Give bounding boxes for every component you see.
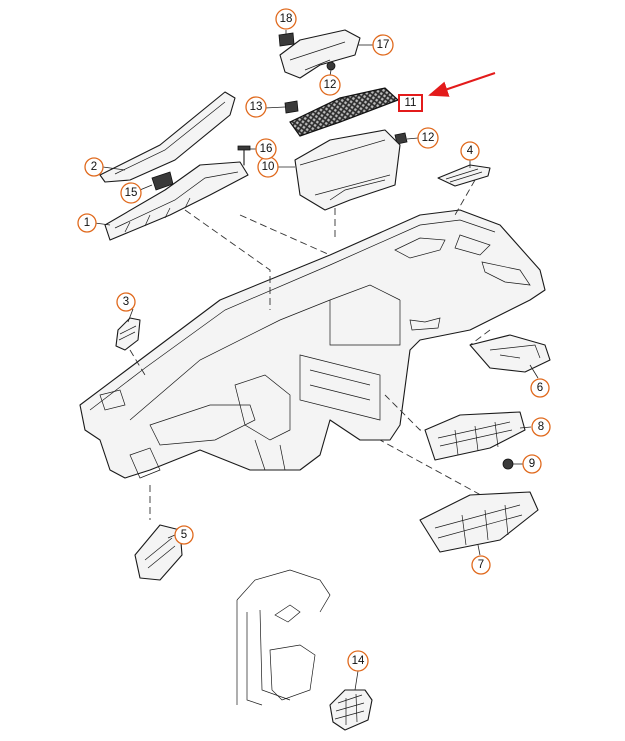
callout-6-label: 6: [537, 382, 543, 394]
callout-12-lower[interactable]: 12: [417, 127, 439, 149]
callout-17-label: 17: [377, 39, 390, 51]
callout-1-label: 1: [84, 217, 90, 229]
dashboard-body: [79, 209, 546, 479]
callout-13[interactable]: 13: [245, 96, 267, 118]
callout-14-label: 14: [352, 655, 365, 667]
callout-17[interactable]: 17: [372, 34, 394, 56]
part-16-screw: [237, 145, 251, 166]
callout-5-label: 5: [181, 529, 187, 541]
part-17-bracket: [279, 29, 361, 79]
part-15-switch: [151, 171, 174, 191]
callout-15-label: 15: [125, 187, 138, 199]
callout-16-label: 16: [260, 143, 273, 155]
callout-11[interactable]: 11: [398, 94, 423, 112]
part-6-side-vent: [469, 334, 551, 373]
part-2-upper-trim: [99, 91, 236, 183]
callout-14[interactable]: 14: [347, 650, 369, 672]
callout-11-label: 11: [405, 97, 417, 109]
leader-lines: [94, 30, 539, 691]
callout-6[interactable]: 6: [530, 378, 550, 398]
callout-13-label: 13: [250, 101, 263, 113]
callout-3-label: 3: [123, 296, 129, 308]
part-5-knee-vent: [134, 524, 183, 581]
callout-18[interactable]: 18: [275, 8, 297, 30]
callout-10[interactable]: 10: [257, 156, 279, 178]
part-8-center-vent: [424, 411, 526, 461]
part-4-vent: [437, 164, 491, 187]
callout-4[interactable]: 4: [460, 141, 480, 161]
part-1-cluster-trim: [104, 161, 249, 241]
callout-12-upper-label: 12: [324, 79, 337, 91]
callout-3[interactable]: 3: [116, 292, 136, 312]
callout-9[interactable]: 9: [522, 454, 542, 474]
part-9-nut: [502, 458, 514, 470]
part-10-air-duct: [294, 129, 401, 211]
callout-12-lower-label: 12: [422, 132, 435, 144]
callout-10-label: 10: [262, 161, 275, 173]
callout-4-label: 4: [467, 145, 474, 157]
part-7-lower-vent: [419, 491, 539, 553]
callout-7[interactable]: 7: [471, 555, 491, 575]
callout-2-label: 2: [91, 161, 97, 173]
callout-15[interactable]: 15: [120, 182, 142, 204]
callout-7-label: 7: [478, 559, 484, 571]
callout-16[interactable]: 16: [255, 138, 277, 160]
highlight-arrow: [428, 72, 496, 97]
callout-18-label: 18: [280, 13, 293, 25]
callout-2[interactable]: 2: [84, 157, 104, 177]
callout-1[interactable]: 1: [77, 213, 97, 233]
callout-9-label: 9: [529, 458, 535, 470]
callout-12-upper[interactable]: 12: [319, 74, 341, 96]
callout-5[interactable]: 5: [174, 525, 194, 545]
part-18-clip: [278, 32, 295, 47]
part-3-side-vent: [115, 317, 141, 351]
part-14-footwell-vent: [329, 689, 373, 731]
part-12-nut-upper: [326, 61, 336, 71]
lower-inset-area: [236, 569, 331, 706]
part-13-clip: [284, 100, 299, 114]
callout-8-label: 8: [538, 421, 544, 433]
part-11-grille: [289, 87, 400, 137]
callout-8[interactable]: 8: [531, 417, 551, 437]
